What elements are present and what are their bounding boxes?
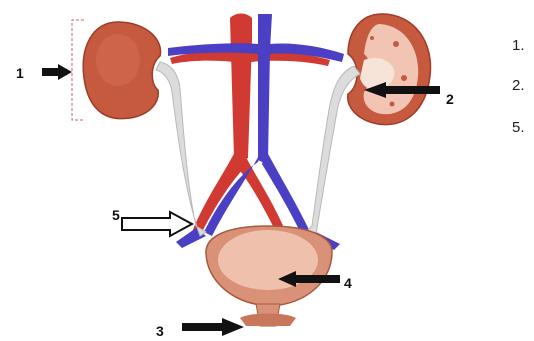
label-2: 2: [446, 91, 454, 107]
right-kidney: [348, 14, 431, 125]
arrow-1: [42, 64, 72, 80]
answer-item-1: 1.: [512, 37, 525, 54]
label-1: 1: [16, 65, 24, 81]
left-kidney: [83, 22, 160, 119]
label-4: 4: [344, 275, 352, 291]
answer-list: 1. 2. 5.: [512, 37, 525, 136]
label-3: 3: [156, 323, 164, 339]
label-5: 5: [112, 207, 120, 223]
arrow-5: [122, 212, 192, 236]
arrow-3: [182, 318, 244, 336]
answer-item-5: 5.: [512, 119, 525, 136]
answer-item-2: 2.: [512, 77, 525, 94]
left-kidney-bracket: [72, 20, 84, 120]
